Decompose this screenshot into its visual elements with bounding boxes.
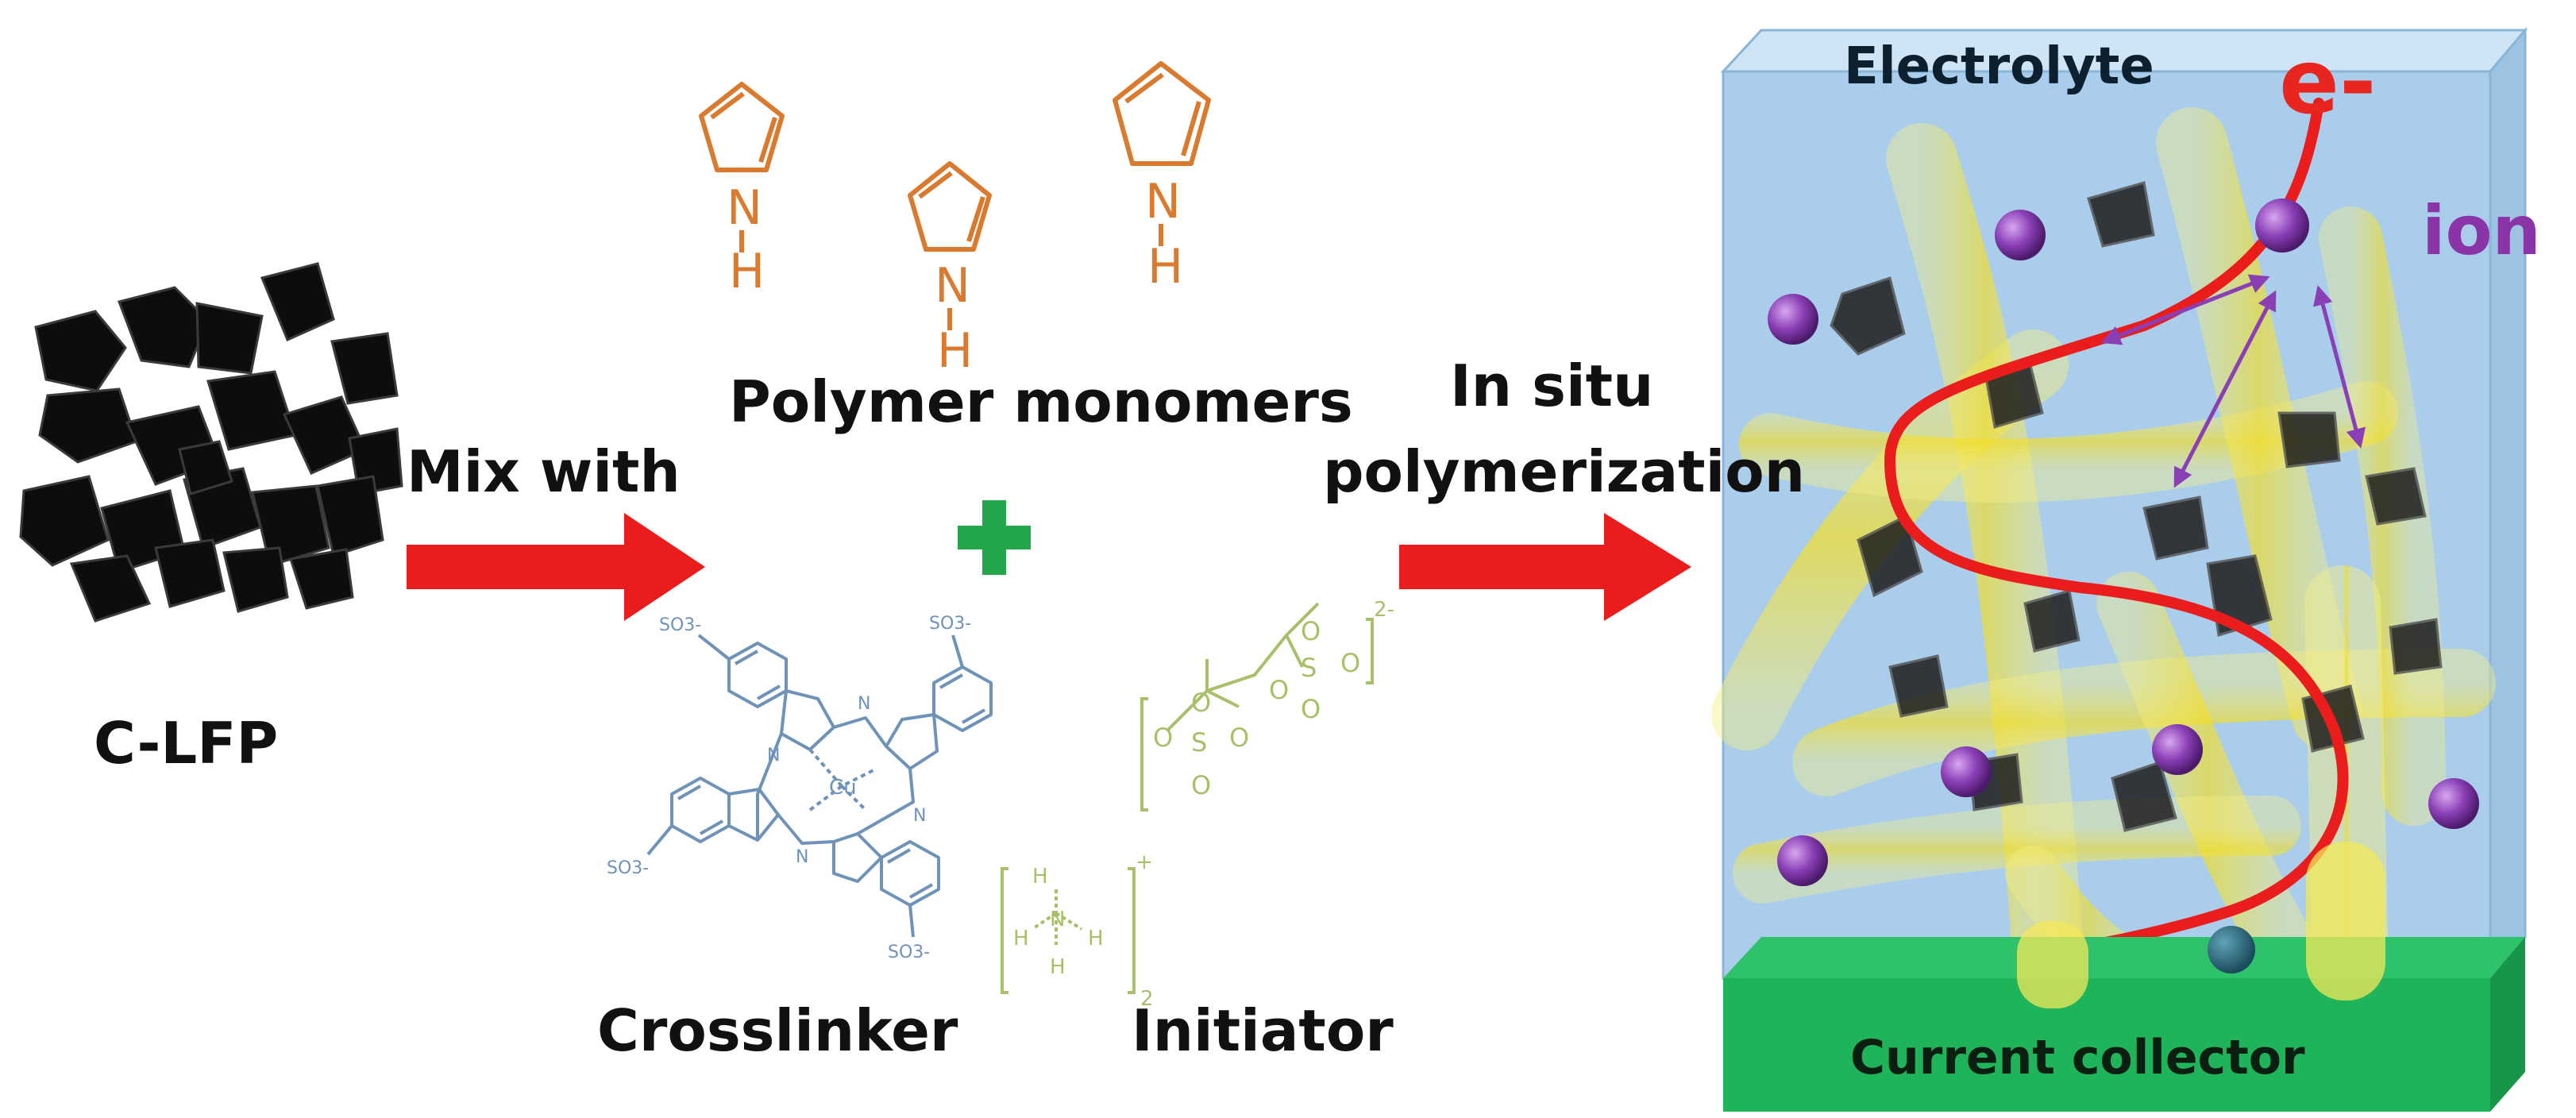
particle — [289, 548, 354, 610]
sulfonate-label: SO3- — [929, 614, 971, 634]
particle — [1830, 276, 1906, 356]
pyrrole-monomer — [908, 161, 992, 252]
initiator-o-label: O — [1191, 688, 1211, 718]
initiator-o-label: O — [1301, 616, 1321, 646]
initiator-label: Initiator — [1132, 997, 1394, 1064]
pyrrole-n-label: N — [1145, 174, 1181, 229]
particle — [69, 554, 152, 623]
particle — [2142, 495, 2209, 561]
collector-front-face — [1723, 978, 2490, 1112]
initiator-n-label: N — [1050, 908, 1065, 931]
ion-sphere — [1777, 835, 1828, 886]
particle — [206, 370, 297, 451]
particle — [118, 286, 210, 368]
crosslinker-n-label: N — [913, 806, 926, 826]
particle — [222, 546, 289, 613]
polymer-tube — [1886, 123, 2084, 1004]
ion-sphere — [2255, 199, 2309, 253]
in-situ-label: In situ — [1450, 353, 1654, 419]
particle — [195, 302, 264, 375]
pyrrole-h-label: H — [1147, 239, 1183, 295]
polymer-monomers-label: Polymer monomers — [729, 368, 1353, 435]
collector-side-face — [2490, 937, 2525, 1112]
pyrrole-h-label: H — [729, 244, 765, 299]
particle — [330, 332, 399, 405]
initiator-o-label: O — [1191, 770, 1211, 800]
initiator-structure — [1001, 602, 1374, 994]
particle — [2023, 589, 2080, 653]
crosslinker-label: Crosslinker — [597, 997, 958, 1064]
initiator-charge-label: + — [1136, 850, 1153, 874]
particle — [1888, 654, 1949, 718]
initiator-h-label: H — [1050, 955, 1066, 979]
polymer-tube-ends — [2017, 842, 2385, 1008]
particle — [2111, 761, 2177, 832]
ion-sphere — [1941, 746, 1992, 797]
electrolyte-label: Electrolyte — [1844, 37, 2154, 96]
initiator-h-label: H — [1032, 865, 1048, 889]
ion-sphere — [1995, 210, 2046, 260]
ion-sphere — [2152, 724, 2203, 775]
initiator-o-label: O — [1229, 723, 1249, 753]
ion-sphere — [2428, 778, 2479, 829]
sulfonate-label: SO3- — [607, 858, 649, 878]
crosslinker-structure — [646, 634, 993, 938]
particle — [316, 475, 384, 557]
crosslinker-n-label: N — [858, 694, 870, 714]
initiator-count-label: 2 — [1140, 987, 1154, 1011]
initiator-h-label: H — [1013, 927, 1029, 950]
initiator-s-label: S — [1301, 653, 1317, 683]
polymer-tube — [1733, 796, 2301, 904]
electron-label: e- — [2279, 31, 2377, 134]
initiator-o-label: O — [1340, 648, 1360, 678]
pyrrole-monomer — [699, 82, 785, 172]
mix-arrow — [407, 513, 705, 621]
particle — [1857, 514, 1923, 598]
particle — [2087, 181, 2155, 248]
ion-sphere — [1768, 294, 1818, 345]
mix-with-label: Mix with — [407, 438, 681, 505]
polymerization-arrow — [1399, 513, 1691, 621]
particle — [2277, 411, 2341, 468]
crosslinker-n-label: N — [796, 847, 808, 867]
collector-top-face — [1723, 937, 2525, 978]
particle — [178, 440, 233, 495]
initiator-o-label: O — [1269, 675, 1289, 705]
particle — [2389, 618, 2443, 675]
ions — [1768, 199, 2479, 886]
pyrrole-n-label: N — [727, 180, 762, 236]
particle — [154, 538, 226, 608]
initiator-o-label: O — [1301, 694, 1321, 724]
particle — [34, 310, 127, 392]
pyrrole-n-label: N — [935, 258, 970, 314]
crosslinker-cu-label: Cu — [829, 776, 857, 800]
particle — [19, 475, 110, 567]
pyrrole-h-label: H — [937, 323, 973, 379]
particle — [2365, 467, 2427, 526]
particle — [251, 484, 330, 567]
ion-diffusion-arrows — [2100, 274, 2366, 488]
box-side-face — [2489, 26, 2527, 982]
particle — [260, 262, 335, 342]
plus-icon — [958, 500, 1031, 575]
particle — [38, 387, 138, 464]
pyrrole-monomer — [1113, 61, 1211, 166]
polymerization-label: polymerization — [1323, 438, 1805, 505]
ion-sphere-dark — [2208, 926, 2255, 973]
polymer-tube — [2096, 572, 2319, 985]
crosslinker-n-label: N — [767, 746, 780, 765]
sulfonate-label: SO3- — [888, 943, 930, 962]
initiator-h-label: H — [1088, 927, 1104, 950]
current-collector — [1723, 937, 2525, 1112]
current-collector-label: Current collector — [1850, 1030, 2305, 1085]
initiator-charge-label: 2- — [1374, 598, 1394, 622]
clfp-label: C-LFP — [94, 710, 279, 777]
clfp-particles — [19, 262, 403, 623]
initiator-s-label: S — [1191, 727, 1207, 758]
ion-label: ion — [2422, 191, 2541, 271]
sulfonate-label: SO3- — [659, 615, 701, 635]
initiator-o-label: O — [1153, 723, 1173, 753]
